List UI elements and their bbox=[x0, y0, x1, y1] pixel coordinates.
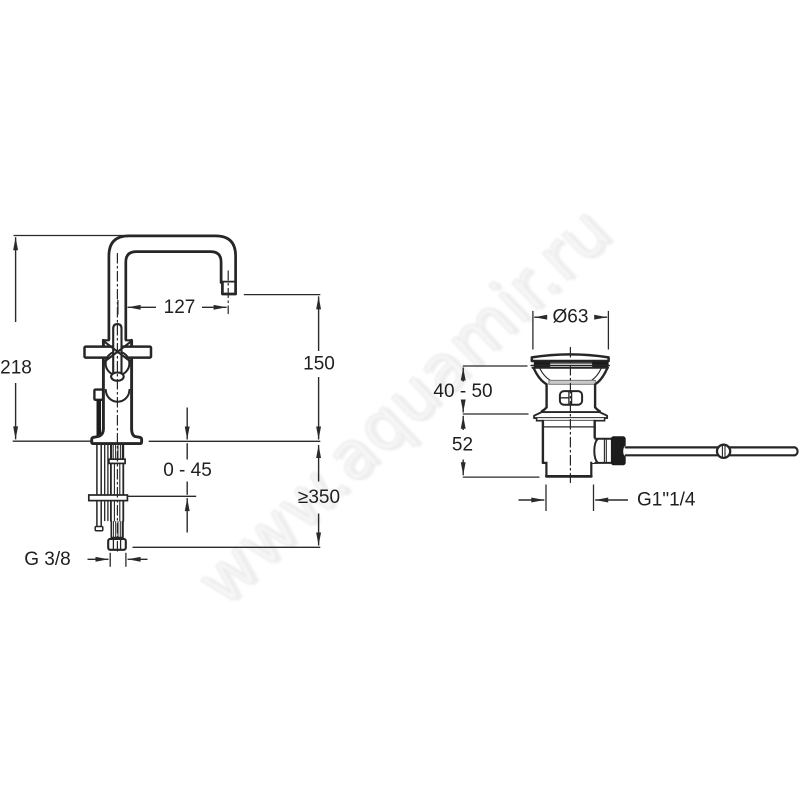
port-rings bbox=[603, 438, 607, 464]
dim-label-40-50: 40 - 50 bbox=[433, 381, 492, 402]
side-stud-dark bbox=[96, 399, 101, 438]
drain-dimensions bbox=[460, 310, 628, 511]
port-outline bbox=[593, 437, 613, 464]
dim-127 bbox=[117, 300, 227, 315]
drain-cap bbox=[530, 353, 610, 363]
funnel-gasket bbox=[548, 379, 596, 385]
dim-g38 bbox=[87, 552, 148, 567]
dim-label-g38: G 3/8 bbox=[24, 549, 70, 570]
faucet-dimensions bbox=[12, 234, 322, 567]
dim-52 bbox=[460, 415, 540, 478]
drain-body-fill bbox=[542, 420, 595, 477]
funnel-left bbox=[532, 367, 548, 386]
cap-seal-right bbox=[592, 361, 609, 368]
dim-label-350: ≥350 bbox=[298, 487, 340, 508]
faucet-drawing bbox=[83, 234, 237, 555]
dim-label-63: Ø63 bbox=[553, 307, 589, 328]
dim-label-218: 218 bbox=[0, 358, 32, 379]
dim-350 bbox=[132, 445, 322, 548]
dim-40-50 bbox=[460, 365, 529, 415]
funnel-left-inner bbox=[539, 367, 551, 381]
dim-150 bbox=[243, 293, 322, 440]
dim-0-45 bbox=[128, 407, 197, 533]
rod-ball bbox=[715, 443, 732, 460]
dim-label-52: 52 bbox=[452, 434, 473, 455]
dim-label-150: 150 bbox=[303, 354, 335, 375]
funnel-right bbox=[593, 367, 609, 386]
drain-neck bbox=[540, 383, 601, 413]
cap-seal-left bbox=[533, 361, 551, 368]
dim-label-0-45: 0 - 45 bbox=[163, 460, 212, 481]
funnel-right-inner bbox=[591, 367, 602, 381]
drain-drawing bbox=[530, 346, 799, 484]
dim-label-g114: G1"1/4 bbox=[637, 490, 696, 511]
dim-label-127: 127 bbox=[164, 297, 196, 318]
drain-body-sides bbox=[541, 419, 596, 465]
dim-218 bbox=[13, 234, 134, 440]
side-clip bbox=[93, 388, 105, 402]
knurled-nut bbox=[610, 436, 626, 466]
dim-g114 bbox=[518, 484, 628, 511]
base-flange bbox=[90, 427, 144, 446]
dim-63 bbox=[532, 310, 610, 350]
dimension-labels: 218 127 150 0 - 45 ≥350 G 3/8 Ø63 40 - 5… bbox=[0, 297, 696, 570]
rod-ball-slit bbox=[721, 444, 726, 459]
lift-rod bbox=[624, 446, 799, 457]
fixing-rods bbox=[94, 443, 109, 532]
